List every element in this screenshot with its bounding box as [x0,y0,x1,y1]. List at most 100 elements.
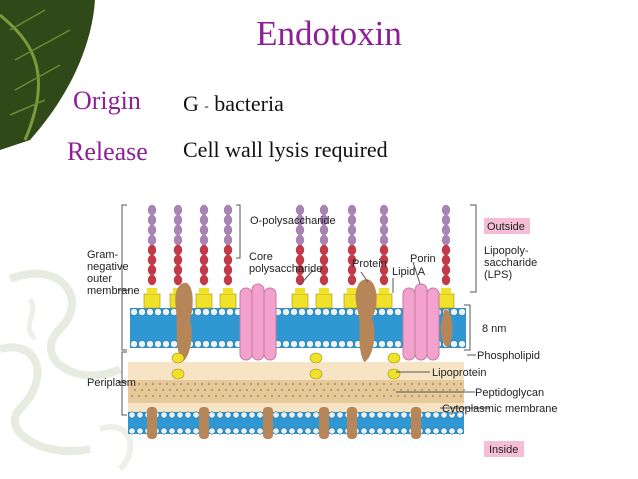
peptidoglycan-dot [215,395,217,397]
sugar-unit [319,244,329,256]
peptidoglycan-dot [141,389,143,391]
peptidoglycan-dot [369,383,371,385]
peptidoglycan-dot [148,389,150,391]
phospholipid-head [160,411,168,419]
peptidoglycan-dot [323,389,325,391]
peptidoglycan-dot [404,395,406,397]
sugar-unit [223,234,233,246]
background-swirl [0,269,134,472]
peptidoglycan-dot [376,383,378,385]
sugar-unit [147,214,157,226]
phospholipid-head [400,411,408,419]
peptidoglycan-dot [194,395,196,397]
peptidoglycan-dot [187,395,189,397]
peptidoglycan-dot [246,389,248,391]
sugar-unit [379,274,389,286]
sugar-unit [379,214,389,226]
peptidoglycan-dot [278,383,280,385]
phospholipid-head [280,411,288,419]
sugar-unit [379,254,389,266]
phospholipid-head [386,308,394,316]
peptidoglycan-dot [138,395,140,397]
sugar-unit [441,274,451,286]
sugar-unit [295,234,305,246]
peptidoglycan-dot [348,383,350,385]
phospholipid-head [288,411,296,419]
phospholipid-head [394,308,402,316]
phospholipid-head [232,411,240,419]
lipid-a-block [195,293,213,309]
peptidoglycan-dot [232,389,234,391]
peptidoglycan-dot [243,383,245,385]
core-unit [223,288,233,294]
peptidoglycan-dot [320,395,322,397]
peptidoglycan-dot [414,389,416,391]
sugar-unit [379,244,389,256]
peptidoglycan-dot [218,389,220,391]
peptidoglycan-dot [292,395,294,397]
phospholipid-head [330,340,338,348]
phospholipid-head [162,340,170,348]
peptidoglycan-dot [460,395,462,397]
label-protein: Protein [352,258,387,270]
phospholipid-head [450,340,458,348]
phospholipid-head [328,411,336,419]
phospholipid-head [192,427,200,435]
phospholipid-head [368,411,376,419]
lipid-a-block [375,293,393,309]
peptidoglycan-dot [397,395,399,397]
peptidoglycan-layer [128,380,464,403]
sugar-unit [223,204,233,216]
phospholipid-head [448,411,456,419]
peptidoglycan-dot [257,383,259,385]
peptidoglycan-dot [316,389,318,391]
phospholipid-head [272,427,280,435]
phospholipid-head [240,427,248,435]
peptidoglycan-dot [299,383,301,385]
peptidoglycan-dot [194,383,196,385]
label-lipoprotein: Lipoprotein [432,367,486,379]
sugar-unit [295,244,305,256]
label-periplasm: Periplasm [87,377,136,389]
peptidoglycan-dot [180,395,182,397]
peptidoglycan-dot [411,395,413,397]
periplasm-bracket [121,351,127,416]
sugar-unit [319,264,329,276]
lipoprotein [387,352,401,364]
peptidoglycan-dot [337,389,339,391]
core-unit [347,288,357,294]
peptidoglycan-dot [327,383,329,385]
phospholipid-head [314,340,322,348]
peptidoglycan-dot [236,395,238,397]
core-unit [199,288,209,294]
sugar-unit [147,204,157,216]
phospholipid-head [304,427,312,435]
sugar-unit [319,224,329,236]
peptidoglycan-dot [190,389,192,391]
peptidoglycan-dot [439,383,441,385]
phospholipid-head [136,411,144,419]
phospholipid-head [210,308,218,316]
phospholipid-head [336,427,344,435]
outside-box [484,218,530,234]
peptidoglycan-dot [166,383,168,385]
membrane-protein [263,407,273,439]
peptidoglycan-dot [397,383,399,385]
peptidoglycan-dot [309,389,311,391]
core-unit [441,288,451,294]
peptidoglycan-dot [173,395,175,397]
peptidoglycan-dot [453,395,455,397]
peptidoglycan-dot [138,383,140,385]
peptidoglycan-dot [271,383,273,385]
sugar-unit [173,264,183,276]
peptidoglycan-dot [344,389,346,391]
peptidoglycan-dot [390,395,392,397]
phospholipid-head [298,308,306,316]
cytoplasmic-membrane-proteins [147,407,421,439]
peptidoglycan-dot [428,389,430,391]
release-value: Cell wall lysis required [183,137,388,162]
phospholipid-head [322,308,330,316]
peptidoglycan-dot [313,395,315,397]
phospholipid-head [168,411,176,419]
